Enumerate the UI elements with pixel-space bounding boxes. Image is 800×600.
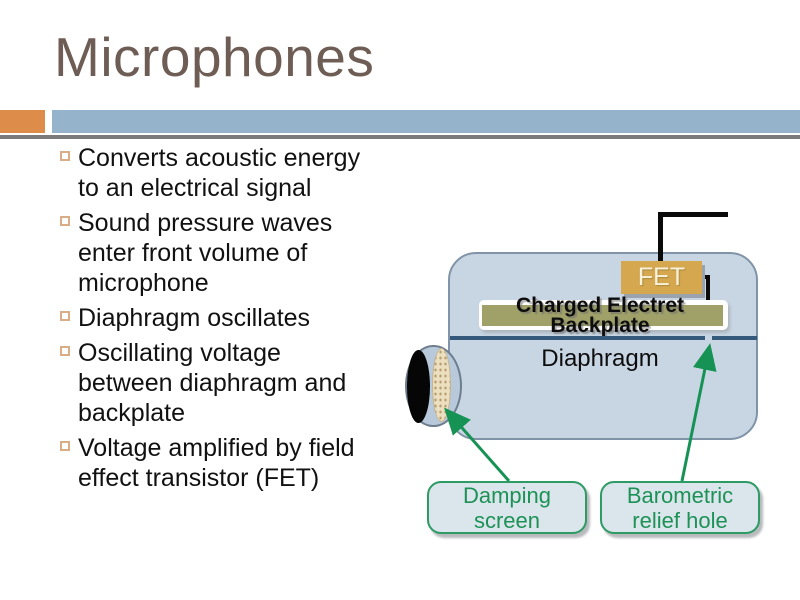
bullet-text: Diaphragm oscillates: [78, 304, 311, 332]
callout-damping-screen: Damping screen: [427, 481, 587, 534]
callout-barometric-relief-hole: Barometric relief hole: [600, 481, 760, 534]
backplate-bar-shape: [482, 305, 723, 326]
bullet-square-icon: [60, 346, 70, 356]
bullet-text: Voltage amplified by field effect transi…: [78, 434, 355, 492]
bullet-list: Converts acoustic energy to an electrica…: [60, 143, 416, 498]
list-item: Converts acoustic energy to an electrica…: [60, 143, 416, 203]
slide-title: Microphones: [54, 26, 375, 88]
fet-label: FET: [637, 263, 686, 291]
fet-output-wire-horizontal: [658, 212, 728, 217]
bullet-square-icon: [60, 216, 70, 226]
fet-output-wire-vertical: [658, 212, 663, 264]
diaphragm-label: Diaphragm: [541, 345, 659, 372]
diaphragm-line-left: [450, 336, 705, 340]
bullet-text: Oscillating voltage between diaphragm an…: [78, 339, 347, 427]
diaphragm-line-right: [712, 336, 757, 340]
callout-damping-label: Damping screen: [462, 482, 552, 533]
bullet-square-icon: [60, 441, 70, 451]
callout-barometric-label: Barometric relief hole: [626, 482, 734, 533]
bullet-square-icon: [60, 311, 70, 321]
bullet-text: Sound pressure waves enter front volume …: [78, 209, 333, 297]
header-bar-blue: [52, 110, 800, 133]
fet-backplate-wire-horizontal: [699, 275, 710, 279]
bullet-text: Converts acoustic energy to an electrica…: [78, 144, 361, 202]
bullet-square-icon: [60, 151, 70, 161]
backplate-label: Charged Electret Backplate: [515, 294, 685, 337]
header-divider-line: [0, 135, 800, 139]
list-item: Voltage amplified by field effect transi…: [60, 433, 416, 493]
list-item: Diaphragm oscillates: [60, 303, 416, 333]
damping-screen-shape: [432, 348, 451, 422]
list-item: Oscillating voltage between diaphragm an…: [60, 338, 416, 428]
fet-backplate-wire-vertical: [706, 275, 710, 305]
port-opening-shape: [407, 350, 430, 423]
header-accent-orange-block: [0, 110, 45, 133]
fet-box: FET: [621, 261, 702, 294]
list-item: Sound pressure waves enter front volume …: [60, 208, 416, 298]
